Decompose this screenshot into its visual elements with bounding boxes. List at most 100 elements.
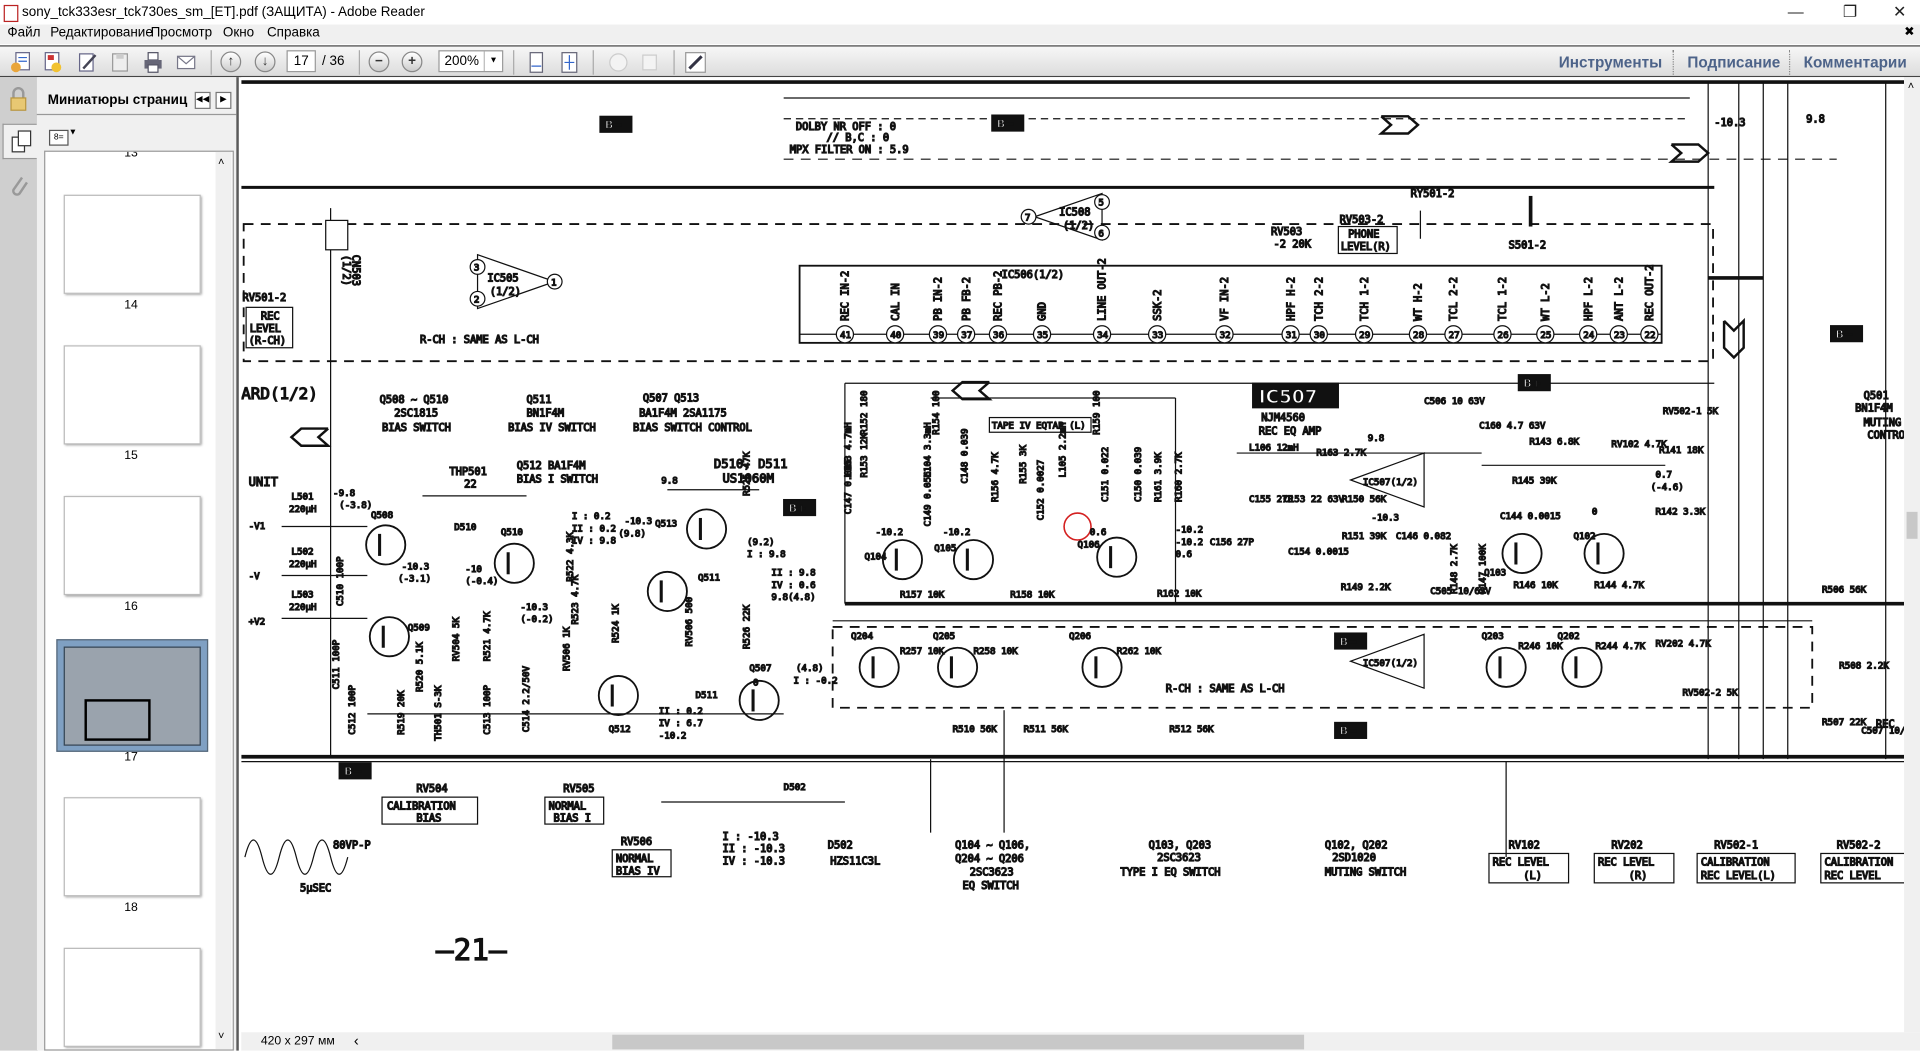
sign-pane-link[interactable]: Подписание [1687, 53, 1781, 72]
fullscreen-icon[interactable] [684, 51, 706, 73]
thumbnail-page-15[interactable] [63, 345, 201, 445]
scroll-up-icon[interactable]: ˄ [1907, 79, 1915, 92]
component-label: -10 [465, 564, 482, 575]
svg-text:6: 6 [1098, 228, 1104, 239]
transistor-symbol [881, 539, 923, 581]
tools-pane-link[interactable]: Инструменты [1558, 53, 1663, 72]
page-thumbnails-tab[interactable] [2, 123, 40, 160]
component-label: R511 56K [1024, 724, 1069, 735]
component-label: R519 20K [396, 690, 407, 735]
component-label: 220μH [289, 602, 317, 613]
close-document-icon[interactable]: ✖ [1904, 25, 1915, 40]
component-label: (4.8) [796, 663, 824, 674]
menu-window[interactable]: Окно [222, 25, 255, 41]
svg-text:5μSEC: 5μSEC [300, 882, 331, 894]
component-label: C506 10 63V [1424, 396, 1485, 407]
ic-pin-number: 32 [1220, 330, 1231, 341]
create-pdf-icon[interactable] [10, 51, 32, 73]
prev-page-icon[interactable]: ↑ [220, 51, 242, 73]
toolbar-divider [513, 50, 515, 75]
ic-pin [1609, 325, 1628, 344]
bus-tags: B− B− B− B+ B+ B− B− B− [338, 114, 1864, 780]
component-label: (-0.2) [520, 614, 553, 625]
edit-icon[interactable] [76, 51, 98, 73]
svg-text:(L): (L) [1523, 870, 1542, 882]
component-label: R153 12K [859, 433, 870, 478]
transistor-symbol [1561, 646, 1603, 688]
svg-text:CALIBRATION: CALIBRATION [1701, 857, 1770, 869]
expand-panel-button[interactable]: ▶ [215, 91, 232, 109]
svg-text:REC EQ AMP: REC EQ AMP [1259, 426, 1322, 438]
menu-view[interactable]: Просмотр [150, 25, 213, 41]
thumbnail-page-14[interactable] [63, 194, 201, 294]
chevron-down-icon[interactable]: ▼ [68, 128, 78, 138]
component-label: -V [249, 571, 261, 582]
component-label: Q510 [501, 527, 523, 538]
print-icon[interactable] [142, 51, 164, 73]
comment-pane-link[interactable]: Комментарии [1803, 53, 1907, 72]
page-number-input[interactable]: 17 [286, 50, 316, 73]
thumbnail-page-18[interactable] [63, 797, 201, 897]
document-view[interactable]: DOLBY NR OFF : 0 // B,C : 0 MPX FILTER O… [241, 77, 1905, 1033]
transistor-symbol [738, 679, 780, 721]
zoom-select[interactable]: 200%▼ [438, 50, 504, 73]
ic-pin-number: 28 [1413, 330, 1424, 341]
component-label: R146 10K [1513, 580, 1558, 591]
menu-file[interactable]: Файл [7, 25, 41, 41]
component-label: -V1 [249, 521, 266, 532]
fit-width-icon[interactable] [558, 51, 580, 73]
menu-help[interactable]: Справка [266, 25, 320, 41]
component-label: R508 2.2K [1839, 661, 1889, 672]
transistor-symbol [646, 570, 688, 612]
minimize-button[interactable]: — [1787, 2, 1804, 21]
component-label: R507 22K [1822, 717, 1867, 728]
svg-text:B−: B− [1836, 328, 1854, 341]
svg-text:REC LEVEL(L): REC LEVEL(L) [1701, 870, 1776, 882]
zoom-out-icon[interactable]: − [368, 51, 390, 73]
transistor-symbol [365, 524, 407, 566]
toolbar-divider [1788, 50, 1791, 75]
rch-note: R-CH : SAME AS L-CH [1166, 683, 1285, 695]
thumbnail-label: 15 [124, 449, 138, 463]
component-label: II : 9.8 [771, 568, 815, 579]
thumbnail-page-17-selected[interactable] [56, 639, 209, 752]
thumbnail-list[interactable]: 13 14 15 16 17 18 ˄ ˅ [44, 150, 234, 1051]
horizontal-scrollbar-thumb[interactable] [612, 1034, 1305, 1050]
fit-page-icon[interactable] [525, 51, 547, 73]
email-icon[interactable] [175, 51, 197, 73]
component-label: R520 5.1K [414, 642, 425, 692]
thumbnail-scrollbar[interactable]: ˄ ˅ [215, 151, 232, 1050]
save-icon[interactable] [109, 51, 131, 73]
next-page-icon[interactable]: ↓ [254, 51, 276, 73]
restore-button[interactable]: ❐ [1842, 2, 1858, 21]
thumbnail-page-19[interactable] [63, 947, 201, 1047]
thumbnail-page-16[interactable] [63, 495, 201, 596]
component-label: R262 10K [1117, 646, 1162, 657]
component-label: (9.2) [747, 537, 775, 548]
component-label: D502 [784, 782, 806, 793]
svg-text:Q511: Q511 [527, 394, 552, 406]
scrollbar-thumb[interactable] [1906, 511, 1918, 539]
scroll-left-icon[interactable]: ‹ [353, 1032, 359, 1050]
close-button[interactable]: ✕ [1893, 2, 1907, 21]
paperclip-icon[interactable] [9, 173, 29, 200]
divider [36, 113, 237, 116]
component-label: R147 100K [1477, 544, 1488, 594]
ic-pin-number: 31 [1286, 330, 1297, 341]
component-label: Q204 [851, 631, 874, 642]
zoom-in-icon[interactable]: + [401, 51, 423, 73]
chevron-down-icon[interactable]: ▼ [483, 51, 502, 72]
menu-edit[interactable]: Редактирование [50, 25, 153, 41]
scroll-down-icon[interactable]: ˅ [217, 1029, 225, 1043]
scroll-up-icon[interactable]: ˄ [217, 155, 225, 168]
toolbar-divider [1672, 50, 1674, 75]
wires [241, 80, 1905, 858]
collapse-panel-button[interactable]: ◀◀ [194, 91, 211, 109]
vertical-scrollbar[interactable]: ˄ [1904, 77, 1920, 1033]
viewport-rectangle[interactable] [84, 699, 151, 741]
svg-text:RV502-2: RV502-2 [1837, 840, 1881, 852]
thumbnail-options-icon[interactable]: 8= [48, 129, 69, 146]
svg-text:IC507(1/2): IC507(1/2) [1363, 658, 1418, 669]
open-icon[interactable] [42, 51, 64, 73]
